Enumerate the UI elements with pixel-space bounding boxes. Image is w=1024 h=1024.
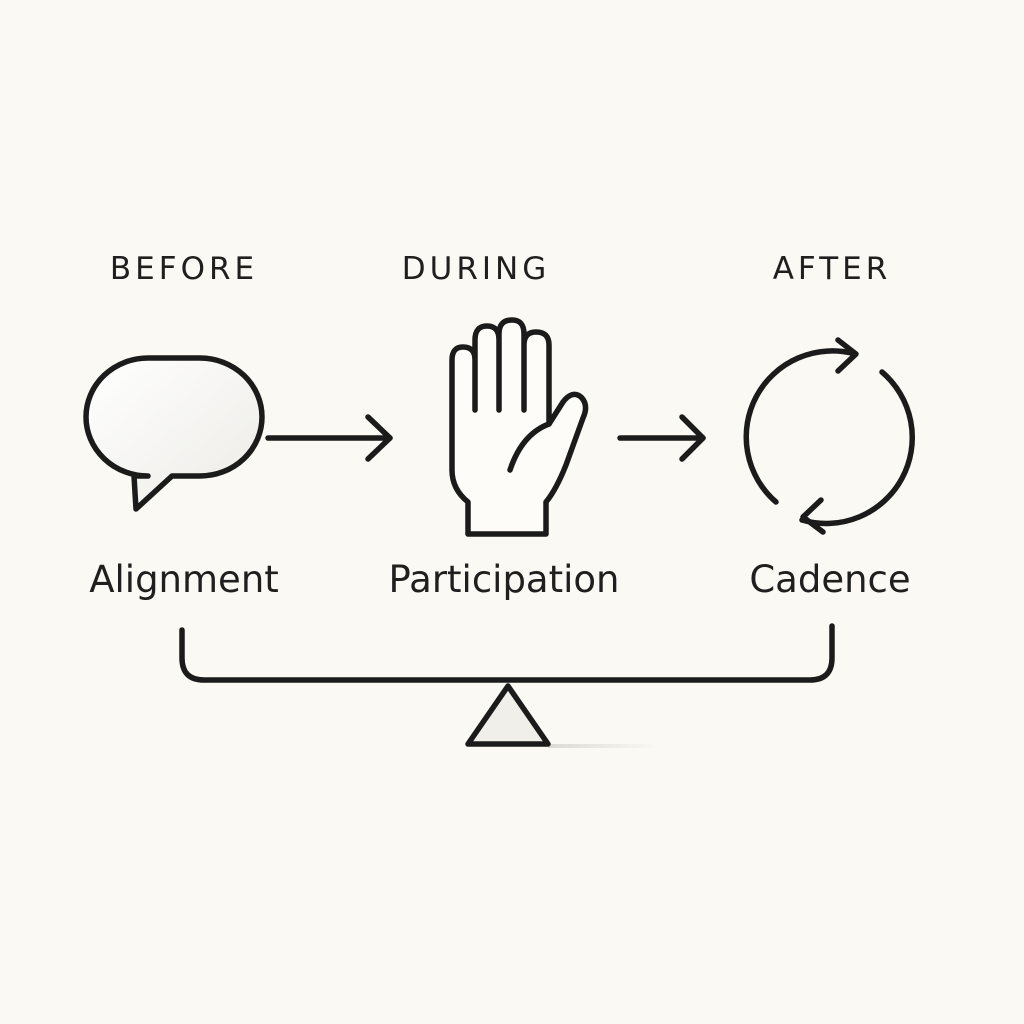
speech-bubble-icon: [83, 355, 265, 512]
fulcrum-triangle: [465, 683, 551, 747]
phase-title-during: DURING: [402, 251, 550, 287]
stage-label-participation: Participation: [389, 558, 620, 601]
phase-title-before: BEFORE: [110, 251, 258, 287]
fulcrum-shadow: [548, 744, 660, 748]
cycle-arrows-icon: [743, 337, 916, 535]
raised-hand-icon: [449, 317, 589, 537]
stage-label-cadence: Cadence: [749, 558, 910, 601]
phase-title-after: AFTER: [773, 251, 892, 287]
arrow-right-icon: [265, 414, 393, 462]
stage-label-alignment: Alignment: [89, 558, 279, 601]
arrow-right-icon: [617, 414, 706, 462]
balance-scale-icon: [179, 623, 835, 748]
